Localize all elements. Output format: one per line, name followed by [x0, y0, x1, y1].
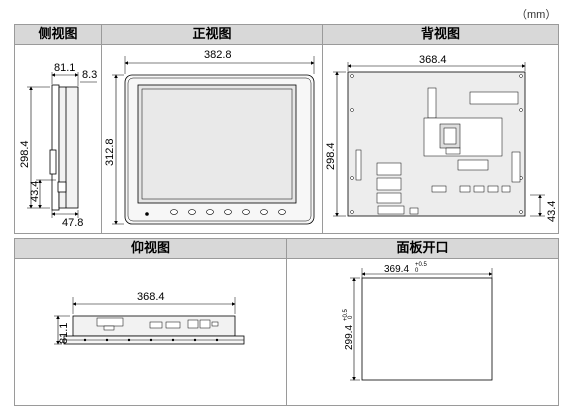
unit-label: （mm） — [516, 9, 557, 21]
side-top-width-label: 81.1 — [54, 62, 75, 74]
side-height-label: 298.4 — [19, 140, 31, 168]
back-height-label: 298.4 — [325, 142, 337, 170]
back-width-label: 368.4 — [419, 54, 447, 66]
back-lower-height-label: 43.4 — [546, 201, 558, 222]
bottom-width-label: 368.4 — [137, 291, 165, 303]
cutout-height-label: 299.4 — [344, 325, 355, 350]
cutout-width-tol-upper: +0.5 — [415, 262, 428, 268]
front-view-drawing — [112, 56, 315, 225]
bottom-depth-label: 81.1 — [58, 323, 70, 344]
side-view-drawing — [27, 72, 97, 218]
cutout-width-label: 369.4 — [384, 264, 409, 275]
front-width-label: 382.8 — [204, 49, 232, 61]
cutout-height-tol-upper: +0.5 — [343, 308, 349, 321]
side-lower-height-label: 43.4 — [29, 181, 41, 202]
cutout-height-tol-lower: 0 — [348, 315, 354, 319]
side-bottom-width-label: 47.8 — [62, 217, 83, 229]
panel-cutout-drawing — [350, 268, 493, 381]
cutout-width-tol-lower: 0 — [415, 268, 419, 274]
back-view-drawing — [333, 62, 545, 217]
side-top-offset-label: 8.3 — [82, 69, 97, 81]
front-height-label: 312.8 — [104, 138, 116, 166]
bottom-view-drawing — [54, 297, 245, 345]
header-panel-cutout: 面板开口 — [286, 238, 559, 259]
